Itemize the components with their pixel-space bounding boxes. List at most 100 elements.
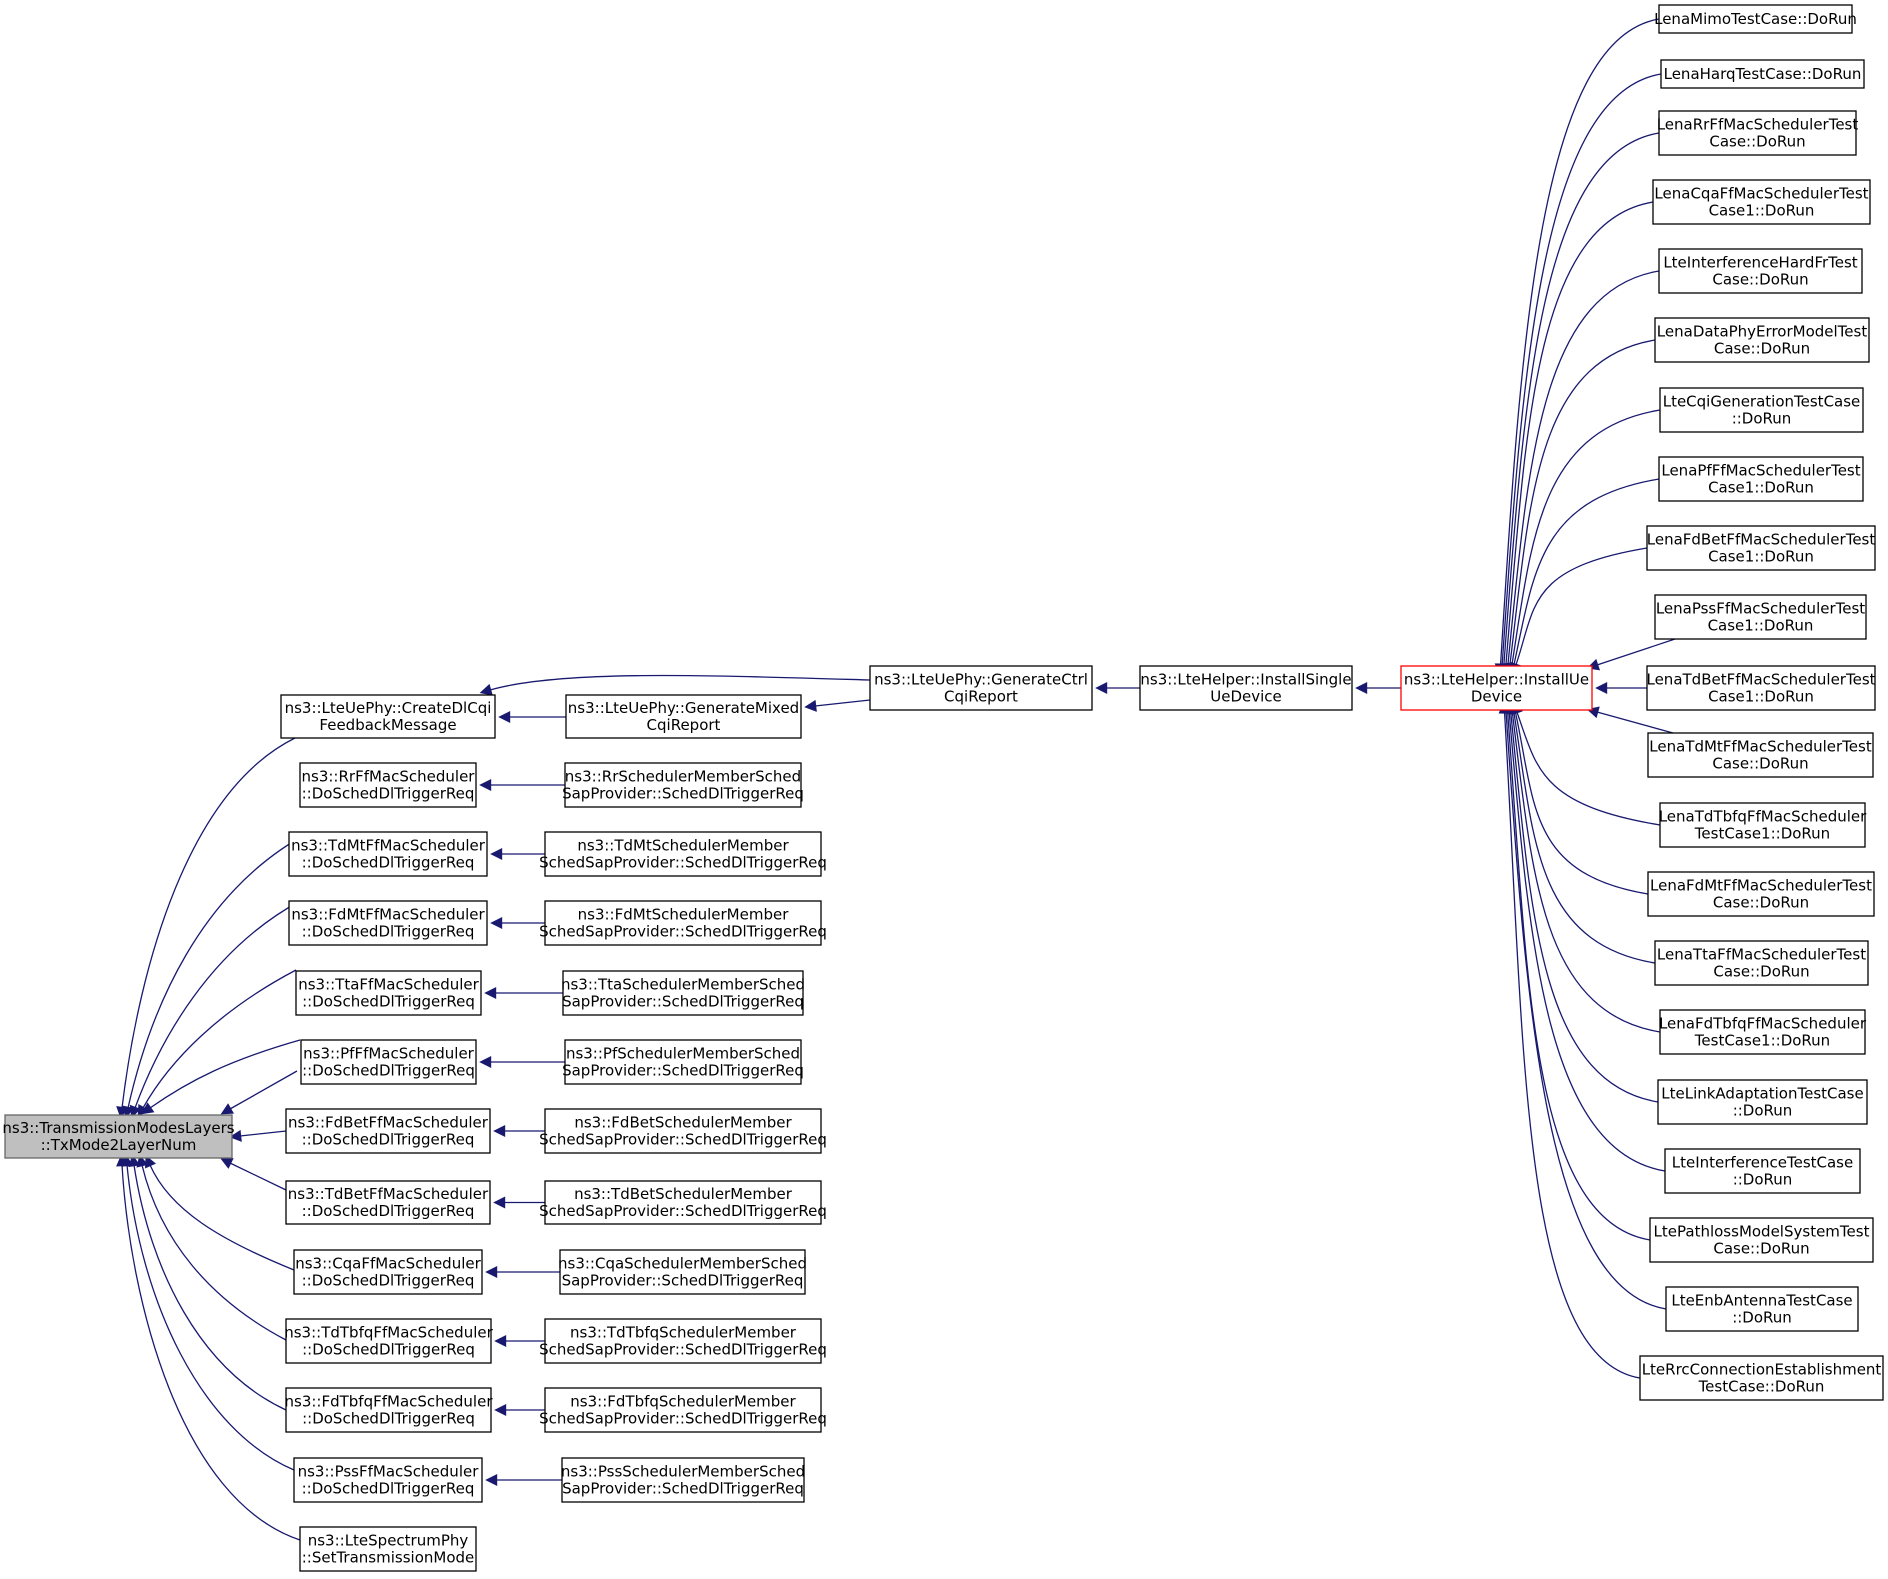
node-box <box>1654 594 1867 640</box>
node-rr-sap[interactable]: ns3::RrSchedulerMemberSchedSapProvider::… <box>562 762 804 808</box>
node-t-rrcconn[interactable]: LteRrcConnectionEstablishmentTestCase::D… <box>1639 1355 1884 1401</box>
node-label-line: ns3::FdTbfqSchedulerMember <box>570 1393 796 1411</box>
node-box <box>561 1457 805 1503</box>
node-box <box>1664 1148 1861 1194</box>
node-label-line: UeDevice <box>1210 688 1282 706</box>
node-label-line: SapProvider::SchedDlTriggerReq <box>562 1480 804 1498</box>
node-fdmt[interactable]: ns3::FdMtFfMacScheduler::DoSchedDlTrigge… <box>288 900 488 946</box>
node-fdbet-sap[interactable]: ns3::FdBetSchedulerMemberSchedSapProvide… <box>539 1108 827 1154</box>
node-tdmt-sap[interactable]: ns3::TdMtSchedulerMemberSchedSapProvider… <box>539 831 827 877</box>
node-tta[interactable]: ns3::TtaFfMacScheduler::DoSchedDlTrigger… <box>295 970 482 1016</box>
node-label-line: ::DoRun <box>1733 1171 1793 1189</box>
node-label-line: LenaDataPhyErrorModelTest <box>1657 323 1868 341</box>
node-t-cqigen[interactable]: LteCqiGenerationTestCase::DoRun <box>1659 387 1864 433</box>
node-fdmt-sap[interactable]: ns3::FdMtSchedulerMemberSchedSapProvider… <box>539 900 827 946</box>
node-box <box>559 1249 806 1295</box>
node-label-line: ns3::TdTbfqFfMacScheduler <box>284 1324 493 1342</box>
edge-t_cqigen-to-installue <box>1506 409 1661 676</box>
node-box <box>1658 248 1863 294</box>
edge-fdtbfq-to-txmode2 <box>128 1154 287 1411</box>
node-tdtbfq-sap[interactable]: ns3::TdTbfqSchedulerMemberSchedSapProvid… <box>539 1318 827 1364</box>
node-pss-sap[interactable]: ns3::PssSchedulerMemberSchedSapProvider:… <box>561 1457 805 1503</box>
node-pf-sap[interactable]: ns3::PfSchedulerMemberSchedSapProvider::… <box>562 1039 804 1085</box>
node-box <box>280 694 496 739</box>
node-fdtbfq-sap[interactable]: ns3::FdTbfqSchedulerMemberSchedSapProvid… <box>539 1387 827 1433</box>
node-label-line: ns3::PfFfMacScheduler <box>303 1045 475 1063</box>
edge-t_fdmt-to-installue <box>1509 701 1649 895</box>
node-label-line: ns3::TdMtSchedulerMember <box>577 837 789 855</box>
node-tdbet[interactable]: ns3::TdBetFfMacScheduler::DoSchedDlTrigg… <box>285 1180 491 1225</box>
node-tta-sap[interactable]: ns3::TtaSchedulerMemberSchedSapProvider:… <box>561 970 805 1016</box>
node-t-interf[interactable]: LteInterferenceTestCase::DoRun <box>1664 1148 1861 1194</box>
edge-t_rrcconn-to-installue <box>1498 701 1641 1379</box>
node-pf[interactable]: ns3::PfFfMacScheduler::DoSchedDlTriggerR… <box>300 1039 477 1085</box>
node-box <box>1646 665 1876 711</box>
node-label-line: LenaCqaFfMacSchedulerTest <box>1654 185 1868 203</box>
node-box <box>288 900 488 946</box>
node-label-line: Case1::DoRun <box>1709 202 1815 220</box>
node-t-antenna[interactable]: LteEnbAntennaTestCase::DoRun <box>1665 1286 1859 1332</box>
node-label-line: ::DoSchedDlTriggerReq <box>302 1272 475 1290</box>
node-label-line: FeedbackMessage <box>319 716 456 734</box>
node-box <box>285 1318 492 1364</box>
node-label-line: LteCqiGenerationTestCase <box>1663 393 1861 411</box>
node-label-line: SchedSapProvider::SchedDlTriggerReq <box>539 1131 827 1149</box>
node-label-line: ns3::PssFfMacScheduler <box>298 1463 480 1481</box>
node-tdtbfq[interactable]: ns3::TdTbfqFfMacScheduler::DoSchedDlTrig… <box>284 1318 494 1364</box>
node-rr[interactable]: ns3::RrFfMacScheduler::DoSchedDlTriggerR… <box>299 762 477 808</box>
node-spectrum[interactable]: ns3::LteSpectrumPhy::SetTransmissionMode <box>299 1526 477 1572</box>
node-box <box>1665 1286 1859 1332</box>
edge-t_pathloss-to-installue <box>1501 701 1651 1241</box>
edge-spectrum-to-txmode2 <box>116 1154 301 1541</box>
node-label-line: ::DoSchedDlTriggerReq <box>302 854 475 872</box>
node-txmode2[interactable]: ns3::TransmissionModesLayers::TxMode2Lay… <box>2 1114 235 1159</box>
node-box <box>564 1039 802 1085</box>
node-t-mimo[interactable]: LenaMimoTestCase::DoRun <box>1654 4 1857 34</box>
node-cqa[interactable]: ns3::CqaFfMacScheduler::DoSchedDlTrigger… <box>293 1249 483 1295</box>
node-pss[interactable]: ns3::PssFfMacScheduler::DoSchedDlTrigger… <box>293 1457 483 1503</box>
node-box <box>1659 802 1866 848</box>
node-tdbet-sap[interactable]: ns3::TdBetSchedulerMemberSchedSapProvide… <box>539 1180 827 1225</box>
node-box <box>4 1114 233 1159</box>
node-label-line: Case1::DoRun <box>1708 688 1814 706</box>
node-fdtbfq[interactable]: ns3::FdTbfqFfMacScheduler::DoSchedDlTrig… <box>285 1387 494 1433</box>
node-t-harq[interactable]: LenaHarqTestCase::DoRun <box>1660 59 1865 89</box>
node-label-line: LteInterferenceHardFrTest <box>1663 254 1857 272</box>
node-box <box>1660 59 1865 89</box>
node-box <box>1654 317 1870 363</box>
node-label-line: ns3::CqaFfMacScheduler <box>295 1255 481 1273</box>
node-box <box>869 665 1093 711</box>
node-fdbet[interactable]: ns3::FdBetFfMacScheduler::DoSchedDlTrigg… <box>285 1108 491 1154</box>
node-label-line: ns3::TransmissionModesLayers <box>2 1119 234 1137</box>
node-t-linkadapt[interactable]: LteLinkAdaptationTestCase::DoRun <box>1657 1079 1868 1125</box>
node-label-line: ::DoSchedDlTriggerReq <box>302 1202 475 1220</box>
node-tdmt[interactable]: ns3::TdMtFfMacScheduler::DoSchedDlTrigge… <box>288 831 488 877</box>
node-createdlcqi[interactable]: ns3::LteUePhy::CreateDlCqiFeedbackMessag… <box>280 694 496 739</box>
edge-t_hardfr-to-installue <box>1502 270 1660 676</box>
node-label-line: ns3::TdBetSchedulerMember <box>574 1185 793 1203</box>
node-box <box>285 1108 491 1154</box>
node-box <box>1659 387 1864 433</box>
node-box <box>1139 665 1353 711</box>
node-label-line: LenaTdTbfqFfMacScheduler <box>1659 808 1867 826</box>
node-cqa-sap[interactable]: ns3::CqaSchedulerMemberSchedSapProvider:… <box>558 1249 807 1295</box>
node-label-line: LteInterferenceTestCase <box>1672 1154 1853 1172</box>
